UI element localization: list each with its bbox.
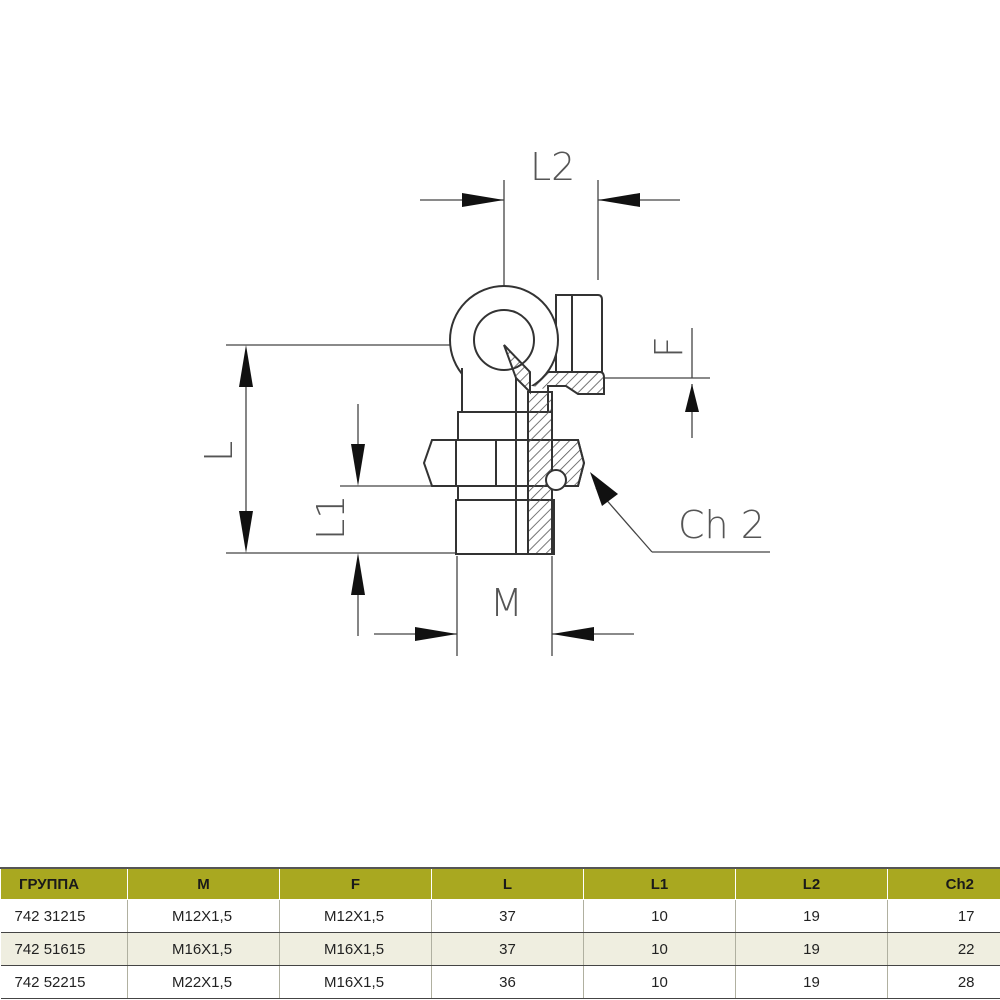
label-l1: L1 bbox=[309, 495, 353, 540]
cell-m: M22X1,5 bbox=[127, 965, 280, 999]
header-l2: L2 bbox=[735, 867, 888, 900]
cell-l: 37 bbox=[431, 932, 584, 966]
cell-l: 37 bbox=[431, 899, 584, 933]
cell-l1: 10 bbox=[583, 899, 736, 933]
cell-ch2: 17 bbox=[887, 899, 1000, 933]
label-f: F bbox=[647, 336, 691, 358]
label-m: M bbox=[490, 581, 523, 625]
label-l2: L2 bbox=[530, 145, 575, 189]
cell-group: 742 31215 bbox=[0, 899, 128, 933]
table-row: 742 31215 M12X1,5 M12X1,5 37 10 19 17 bbox=[0, 899, 1000, 933]
cell-l2: 19 bbox=[735, 965, 888, 999]
header-m: M bbox=[127, 867, 280, 900]
fitting-technical-drawing: L2 F L L1 M Ch 2 bbox=[197, 145, 770, 656]
cell-l: 36 bbox=[431, 965, 584, 999]
header-l1: L1 bbox=[583, 867, 736, 900]
cell-f: M16X1,5 bbox=[279, 932, 432, 966]
cell-ch2: 22 bbox=[887, 932, 1000, 966]
cell-m: M16X1,5 bbox=[127, 932, 280, 966]
cell-l2: 19 bbox=[735, 932, 888, 966]
header-ch2: Ch2 bbox=[887, 867, 1000, 900]
table-row: 742 51615 M16X1,5 M16X1,5 37 10 19 22 bbox=[0, 932, 1000, 966]
header-f: F bbox=[279, 867, 432, 900]
cell-group: 742 51615 bbox=[0, 932, 128, 966]
cell-f: M12X1,5 bbox=[279, 899, 432, 933]
cell-f: M16X1,5 bbox=[279, 965, 432, 999]
cell-l1: 10 bbox=[583, 965, 736, 999]
table-header-row: ГРУППА M F L L1 L2 Ch2 bbox=[0, 867, 1000, 900]
table-row: 742 52215 M22X1,5 M16X1,5 36 10 19 28 bbox=[0, 965, 1000, 999]
dimension-arrows bbox=[239, 193, 699, 641]
spec-table: ГРУППА M F L L1 L2 Ch2 742 31215 M12X1,5… bbox=[0, 867, 1000, 999]
header-l: L bbox=[431, 867, 584, 900]
label-ch2: Ch 2 bbox=[678, 503, 765, 547]
cell-l1: 10 bbox=[583, 932, 736, 966]
header-group: ГРУППА bbox=[0, 867, 128, 900]
cell-l2: 19 bbox=[735, 899, 888, 933]
fitting-body bbox=[422, 285, 605, 555]
cell-m: M12X1,5 bbox=[127, 899, 280, 933]
cell-group: 742 52215 bbox=[0, 965, 128, 999]
dimension-labels: L2 F L L1 M Ch 2 bbox=[197, 145, 765, 625]
label-l: L bbox=[197, 441, 241, 462]
cell-ch2: 28 bbox=[887, 965, 1000, 999]
